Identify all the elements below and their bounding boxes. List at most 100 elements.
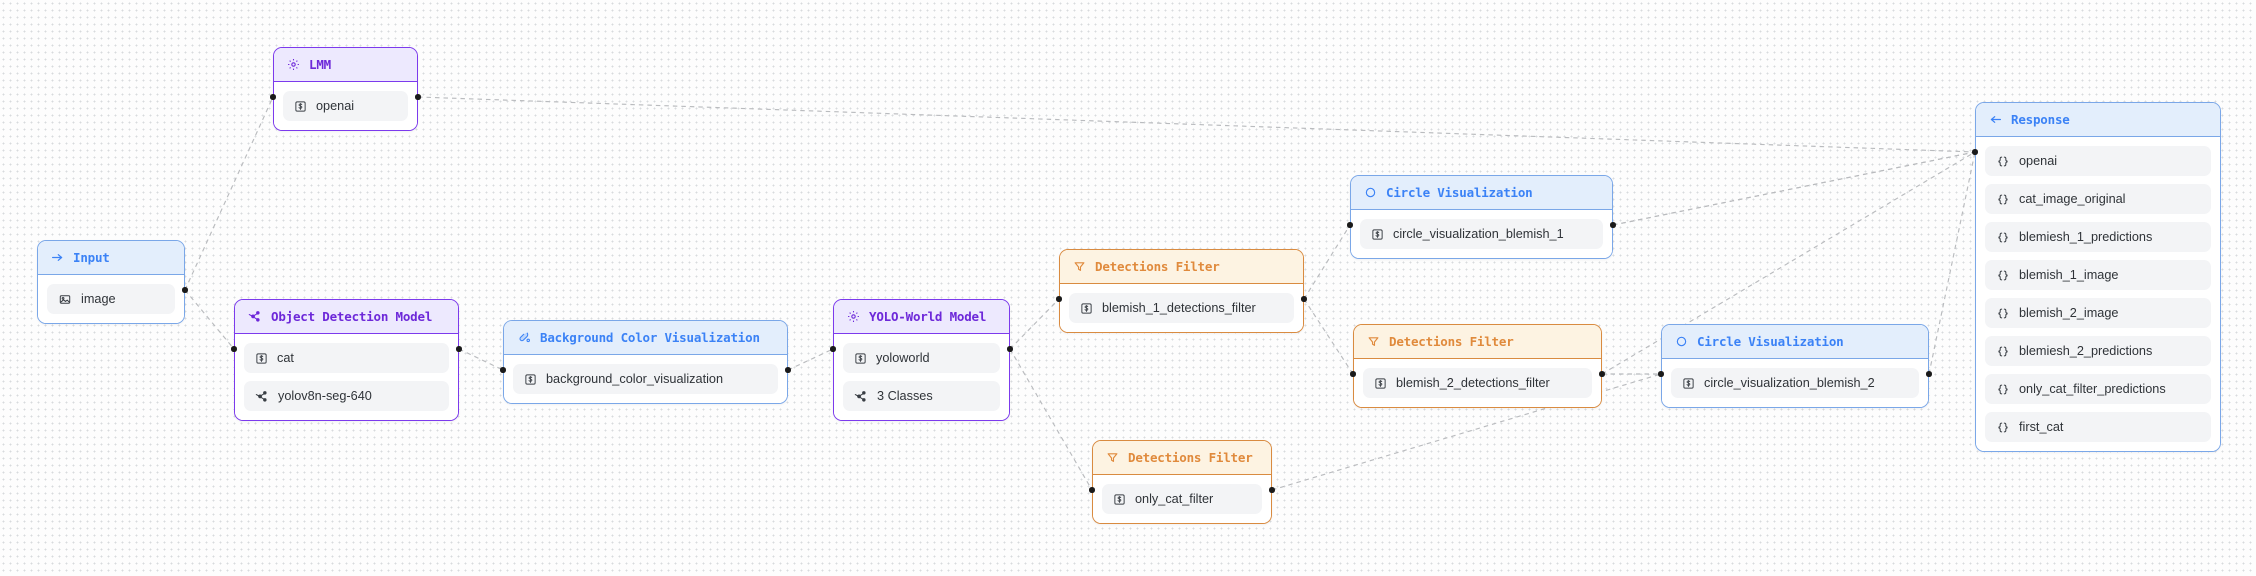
connection-port[interactable] xyxy=(830,346,836,352)
node-row[interactable]: cat xyxy=(244,343,449,373)
graph-nodes-icon xyxy=(248,310,262,323)
connection-port[interactable] xyxy=(270,94,276,100)
response-item[interactable]: blemish_2_image xyxy=(1985,298,2211,328)
response-item[interactable]: cat_image_original xyxy=(1985,184,2211,214)
node-input[interactable]: Input image xyxy=(37,240,185,324)
node-header-input[interactable]: Input xyxy=(38,241,184,275)
node-row[interactable]: yoloworld xyxy=(843,343,1000,373)
node-background-color-visualization[interactable]: Background Color Visualization background… xyxy=(503,320,788,404)
connection-port[interactable] xyxy=(231,346,237,352)
connection-port[interactable] xyxy=(415,94,421,100)
circle-outline-icon xyxy=(1364,186,1377,199)
response-item[interactable]: blemish_1_image xyxy=(1985,260,2211,290)
connection-port[interactable] xyxy=(1056,296,1062,302)
node-row[interactable]: blemish_1_detections_filter xyxy=(1069,293,1294,323)
node-row[interactable]: image xyxy=(47,284,175,314)
node-header-yolo-world-model[interactable]: YOLO-World Model xyxy=(834,300,1009,334)
node-row[interactable]: yolov8n-seg-640 xyxy=(244,381,449,411)
connection-port[interactable] xyxy=(1610,222,1616,228)
node-row[interactable]: circle_visualization_blemish_2 xyxy=(1671,368,1919,398)
edge-circle-visualization-1-to-response xyxy=(1612,151,1976,226)
funnel-icon xyxy=(1073,260,1086,273)
connection-port[interactable] xyxy=(1269,487,1275,493)
node-header-detections-filter-3[interactable]: Detections Filter xyxy=(1093,441,1271,475)
response-item[interactable]: only_cat_filter_predictions xyxy=(1985,374,2211,404)
connection-port[interactable] xyxy=(1972,149,1978,155)
connection-port[interactable] xyxy=(1089,487,1095,493)
braces-icon xyxy=(1996,307,2010,320)
connection-port[interactable] xyxy=(182,287,188,293)
edge-background-color-visualization-to-yolo-world-model xyxy=(787,348,834,371)
node-circle-visualization-1[interactable]: Circle Visualization circle_visualization… xyxy=(1350,175,1613,259)
node-header-detections-filter-2[interactable]: Detections Filter xyxy=(1354,325,1601,359)
node-row[interactable]: openai xyxy=(283,91,408,121)
braces-icon xyxy=(1996,345,2010,358)
edge-detections-filter-1-to-detections-filter-2 xyxy=(1303,298,1354,375)
node-body-lmm: openai xyxy=(274,82,417,130)
node-circle-visualization-2[interactable]: Circle Visualization circle_visualization… xyxy=(1661,324,1929,408)
response-item-label: blemiesh_1_predictions xyxy=(2019,230,2153,244)
node-row-label: blemish_2_detections_filter xyxy=(1396,376,1550,390)
response-item[interactable]: blemiesh_2_predictions xyxy=(1985,336,2211,366)
image-icon xyxy=(58,293,72,306)
node-detections-filter-1[interactable]: Detections Filter blemish_1_detections_fi… xyxy=(1059,249,1304,333)
node-row[interactable]: blemish_2_detections_filter xyxy=(1363,368,1592,398)
node-title: Background Color Visualization xyxy=(540,330,760,345)
connection-port[interactable] xyxy=(500,367,506,373)
node-header-response[interactable]: Response xyxy=(1976,103,2220,137)
response-item-label: cat_image_original xyxy=(2019,192,2126,206)
node-title: Detections Filter xyxy=(1389,334,1514,349)
connection-port[interactable] xyxy=(1658,371,1664,377)
response-item[interactable]: first_cat xyxy=(1985,412,2211,442)
braces-icon xyxy=(1996,193,2010,206)
response-item[interactable]: openai xyxy=(1985,146,2211,176)
node-detections-filter-2[interactable]: Detections Filter blemish_2_detections_fi… xyxy=(1353,324,1602,408)
edge-detections-filter-1-to-circle-visualization-1 xyxy=(1303,224,1351,300)
response-item[interactable]: blemiesh_1_predictions xyxy=(1985,222,2211,252)
response-item-label: first_cat xyxy=(2019,420,2064,434)
node-detections-filter-3[interactable]: Detections Filter only_cat_filter xyxy=(1092,440,1272,524)
node-header-circle-visualization-1[interactable]: Circle Visualization xyxy=(1351,176,1612,210)
arrow-right-icon xyxy=(51,251,64,264)
connection-port[interactable] xyxy=(1347,222,1353,228)
node-title: Circle Visualization xyxy=(1697,334,1844,349)
connection-port[interactable] xyxy=(456,346,462,352)
edge-input-to-lmm xyxy=(184,96,274,291)
node-header-background-color-visualization[interactable]: Background Color Visualization xyxy=(504,321,787,355)
funnel-icon xyxy=(1106,451,1119,464)
node-row[interactable]: background_color_visualization xyxy=(513,364,778,394)
gear-icon xyxy=(287,58,300,71)
node-row-label: circle_visualization_blemish_1 xyxy=(1393,227,1564,241)
braces-icon xyxy=(1996,231,2010,244)
connection-port[interactable] xyxy=(1599,371,1605,377)
node-object-detection-model[interactable]: Object Detection Model cat yolov8n-seg-640 xyxy=(234,299,459,421)
node-row-label: blemish_1_detections_filter xyxy=(1102,301,1256,315)
connection-port[interactable] xyxy=(1301,296,1307,302)
braces-icon xyxy=(1996,155,2010,168)
graph-nodes-icon xyxy=(255,390,269,403)
node-lmm[interactable]: LMM openai xyxy=(273,47,418,131)
dollar-box-icon xyxy=(854,352,867,365)
node-header-lmm[interactable]: LMM xyxy=(274,48,417,82)
node-title: Circle Visualization xyxy=(1386,185,1533,200)
node-header-circle-visualization-2[interactable]: Circle Visualization xyxy=(1662,325,1928,359)
node-header-detections-filter-1[interactable]: Detections Filter xyxy=(1060,250,1303,284)
paint-icon xyxy=(517,331,531,344)
node-title: Detections Filter xyxy=(1095,259,1220,274)
response-item-label: only_cat_filter_predictions xyxy=(2019,382,2166,396)
node-row[interactable]: circle_visualization_blemish_1 xyxy=(1360,219,1603,249)
braces-icon xyxy=(1996,269,2010,282)
connection-port[interactable] xyxy=(1007,346,1013,352)
graph-nodes-icon xyxy=(854,390,868,403)
gear-icon xyxy=(847,310,860,323)
connection-port[interactable] xyxy=(1350,371,1356,377)
connection-port[interactable] xyxy=(1926,371,1932,377)
node-row[interactable]: 3 Classes xyxy=(843,381,1000,411)
node-row-label: background_color_visualization xyxy=(546,372,724,386)
node-yolo-world-model[interactable]: YOLO-World Model yoloworld 3 Classes xyxy=(833,299,1010,421)
node-response[interactable]: Response openai cat_image_original blemiesh… xyxy=(1975,102,2221,452)
node-row[interactable]: only_cat_filter xyxy=(1102,484,1262,514)
connection-port[interactable] xyxy=(785,367,791,373)
node-header-object-detection-model[interactable]: Object Detection Model xyxy=(235,300,458,334)
